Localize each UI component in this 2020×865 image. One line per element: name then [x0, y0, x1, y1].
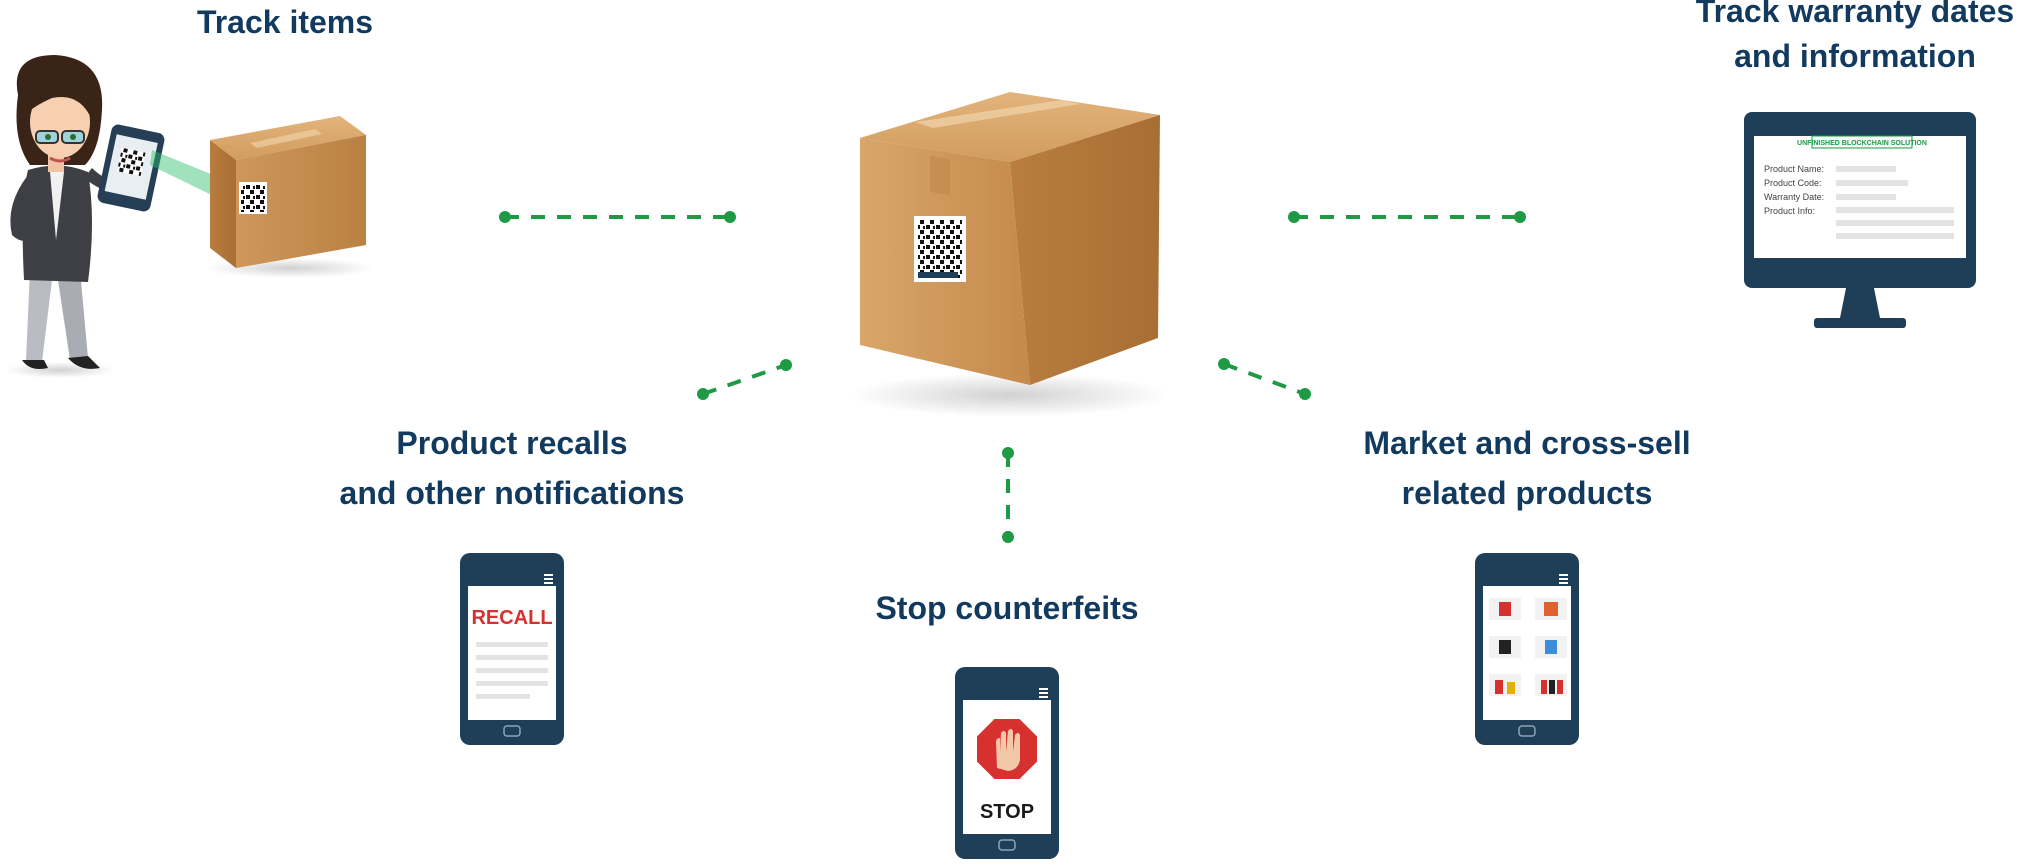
- connector-market: [1223, 362, 1306, 396]
- stop-caption: STOP: [980, 801, 1034, 823]
- qr-code-icon: [914, 216, 966, 282]
- label-track-items-text: Track items: [196, 4, 374, 40]
- central-cardboard-box: [850, 92, 1170, 417]
- label-counterfeits-text: Stop counterfeits: [875, 590, 1139, 626]
- monitor-banner: UNFINISHED BLOCKCHAIN SOLUTION: [1797, 140, 1927, 147]
- label-counterfeits: Stop counterfeits: [857, 583, 1157, 633]
- label-recalls: Product recalls and other notifications: [332, 418, 692, 518]
- label-warranty: Track warranty dates and information: [1690, 0, 2020, 79]
- smartphone-icon: [97, 124, 165, 212]
- monitor-field-warranty-date: Warranty Date:: [1764, 192, 1824, 202]
- stop-sign-icon: [975, 717, 1039, 781]
- hamburger-menu-icon: [544, 574, 553, 584]
- hamburger-menu-icon: [1559, 574, 1568, 584]
- label-recalls-line1: Product recalls: [396, 425, 628, 461]
- label-market-line1: Market and cross-sell: [1363, 425, 1691, 461]
- stop-phone: STOP: [955, 667, 1059, 859]
- recall-phone: RECALL: [460, 553, 564, 745]
- label-market: Market and cross-sell related products: [1352, 418, 1702, 518]
- small-cardboard-box: [205, 116, 375, 278]
- label-track-items: Track items: [180, 0, 390, 47]
- label-recalls-line2: and other notifications: [339, 475, 685, 511]
- market-phone: [1475, 553, 1579, 745]
- qr-code-icon: [239, 182, 267, 214]
- connector-recalls: [702, 363, 787, 396]
- businesswoman-illustration: [5, 55, 240, 378]
- desktop-monitor: UNFINISHED BLOCKCHAIN SOLUTION Product N…: [1744, 112, 1976, 328]
- recall-headline: RECALL: [471, 607, 552, 629]
- connectors: [505, 215, 1520, 537]
- monitor-field-product-info: Product Info:: [1764, 206, 1815, 216]
- label-market-line2: related products: [1401, 475, 1653, 511]
- product-grid: [1489, 598, 1567, 696]
- label-warranty-line1: Track warranty dates: [1695, 0, 2015, 29]
- monitor-field-product-name: Product Name:: [1764, 164, 1824, 174]
- connector-dots: [499, 211, 1526, 543]
- monitor-field-list: Product Name: Product Code: Warranty Dat…: [1764, 164, 1824, 216]
- hamburger-menu-icon: [1039, 688, 1048, 698]
- monitor-field-product-code: Product Code:: [1764, 178, 1822, 188]
- label-warranty-line2: and information: [1734, 38, 1976, 74]
